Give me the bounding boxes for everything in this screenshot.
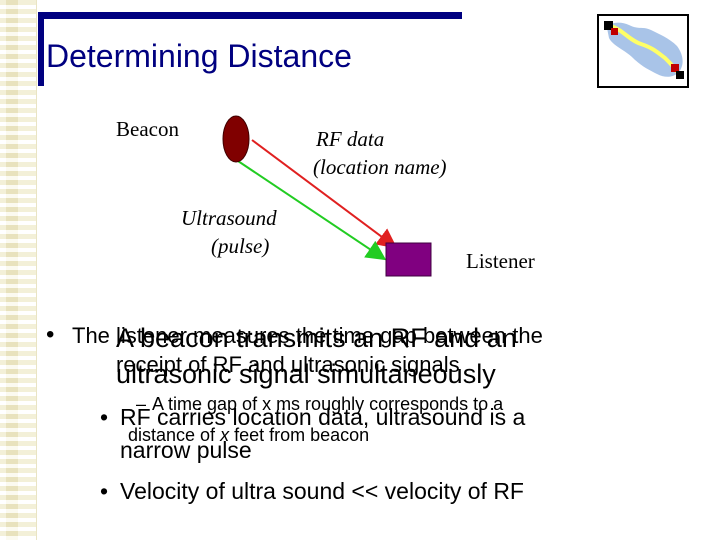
listener-shape <box>385 242 432 277</box>
ultrasound-label: Ultrasound <box>181 206 277 230</box>
rf-data-label: RF data <box>316 127 385 151</box>
ultrasound-sublabel: (pulse) <box>211 234 270 258</box>
beacon-label: Beacon <box>116 117 179 141</box>
sub-a1-line2: distance of x feet from beacon <box>128 425 369 446</box>
listener-label: Listener <box>466 249 535 273</box>
sub-b1-marker: • <box>100 404 109 430</box>
rf-data-sublabel: (location name) <box>313 155 447 179</box>
bullet-marker-a: • <box>46 321 55 348</box>
sub-b2-text: Velocity of ultra sound << velocity of R… <box>120 478 524 504</box>
sub-b1-line1: RF carries location data, ultrasound is … <box>120 404 526 430</box>
beacon-shape <box>222 115 250 163</box>
title-top-rule <box>38 12 462 19</box>
bullet-a1-line2: receipt of RF and ultrasonic signals <box>116 352 460 377</box>
bullet-b1-line1: A beacon transmits an RF and an <box>116 323 517 353</box>
ultrasound-signal-arrow <box>237 160 387 261</box>
sub-b1-line2: narrow pulse <box>120 437 252 463</box>
sub-a1-text-start: distance of <box>128 425 221 445</box>
network-logo-icon <box>597 14 689 88</box>
bullet-a1-line1: The listener measures the time gap betwe… <box>72 323 543 348</box>
sub-b2-marker: • <box>100 478 109 504</box>
title-left-rule <box>38 12 44 86</box>
sub-dash-marker: – <box>136 394 147 414</box>
sub-a1-line1: A time gap of x ms roughly corresponds t… <box>152 394 504 414</box>
sub-a1-variable: x <box>220 425 230 445</box>
bullet-b1-line2: ultrasonic signal simultaneously <box>116 359 496 389</box>
left-stripe-inner <box>6 0 18 540</box>
rf-signal-arrow <box>251 139 398 249</box>
slide-title: Determining Distance <box>46 38 352 74</box>
sub-a1-text-end: feet from beacon <box>229 425 370 445</box>
